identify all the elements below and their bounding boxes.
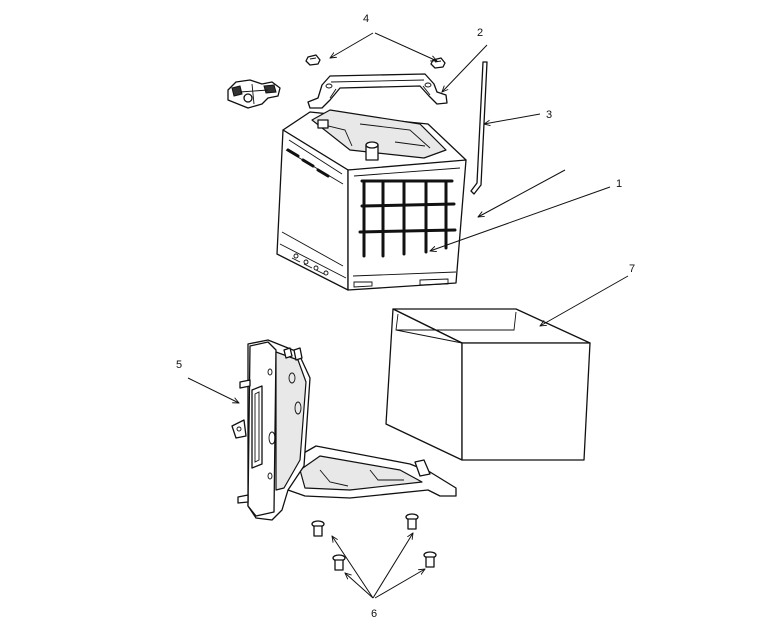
- callout-6: 6: [371, 608, 377, 620]
- callout-2: 2: [477, 27, 483, 39]
- bolt-3: [332, 554, 346, 571]
- bolt-1: [311, 520, 325, 537]
- callout-7: 7: [629, 263, 635, 275]
- bolt-4: [423, 551, 437, 568]
- callout-1: 1: [616, 178, 622, 190]
- callout-3: 3: [546, 109, 552, 121]
- vent-rod: [470, 61, 488, 195]
- callout-5: 5: [176, 359, 182, 371]
- nut-left: [305, 54, 321, 66]
- hold-down-bracket: [307, 73, 448, 109]
- battery: [276, 109, 467, 291]
- leader-lines: [187, 32, 629, 599]
- battery-cover-box: [385, 308, 591, 461]
- bolt-2: [405, 513, 419, 530]
- terminal-clamp: [227, 79, 281, 109]
- battery-tray: [231, 339, 457, 521]
- callout-4: 4: [363, 13, 369, 25]
